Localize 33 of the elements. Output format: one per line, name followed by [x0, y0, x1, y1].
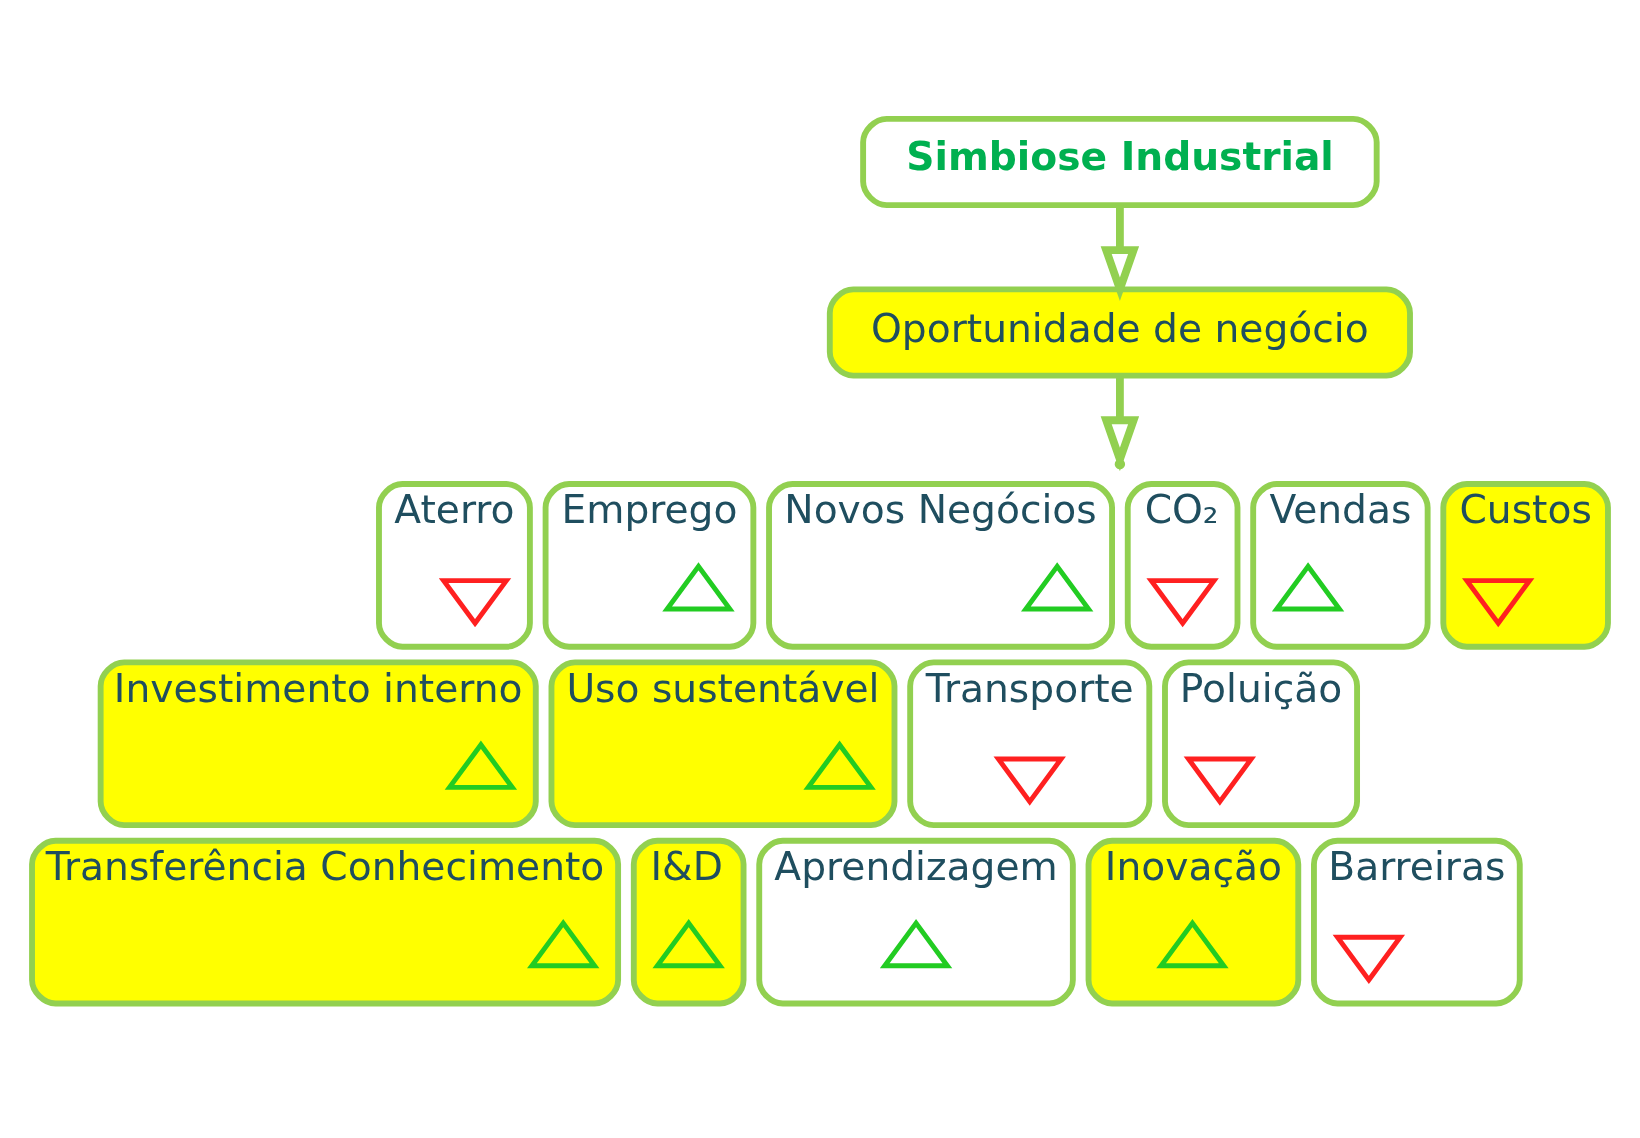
node-down-arrow: [993, 756, 1066, 806]
cluster: CO₂: [1124, 481, 1241, 650]
node-down-arrow: [1146, 578, 1219, 628]
node-up-arrow: [1271, 562, 1345, 612]
cluster: Custos: [1440, 481, 1611, 650]
cluster: Aterro: [376, 481, 533, 650]
node-up-arrow: [527, 918, 600, 969]
node-down-arrow: [1462, 578, 1535, 628]
node-up-arrow: [1156, 918, 1229, 969]
node-up-arrow: [803, 740, 876, 790]
cluster: Transporte: [907, 659, 1153, 829]
node-down-arrow: [1332, 934, 1406, 985]
arrow: [1100, 205, 1140, 302]
cluster: Poluição: [1162, 659, 1360, 829]
node-down-arrow: [438, 578, 512, 628]
node-up-arrow: [662, 562, 735, 612]
cluster: I&D: [630, 837, 747, 1007]
node-up-arrow: [444, 740, 518, 790]
cluster: Emprego: [542, 481, 757, 650]
node-up-arrow: [879, 918, 953, 969]
cluster: Investimento interno: [97, 659, 539, 829]
cluster: Transferência Conhecimento: [29, 837, 622, 1007]
node-down-arrow: [1183, 756, 1257, 806]
node-up-arrow: [652, 918, 725, 969]
node-box: Oportunidade de negócio: [826, 286, 1413, 379]
cluster: Vendas: [1250, 481, 1431, 650]
cluster: Aprendizagem: [756, 837, 1076, 1007]
cluster: Barreiras: [1311, 837, 1523, 1007]
cluster: Novos Negócios: [766, 481, 1115, 650]
node-box: Simbiose Industrial: [860, 115, 1380, 209]
node-up-arrow: [1020, 562, 1094, 612]
cluster: Inovação: [1085, 837, 1302, 1007]
cluster: Uso sustentável: [548, 659, 898, 829]
